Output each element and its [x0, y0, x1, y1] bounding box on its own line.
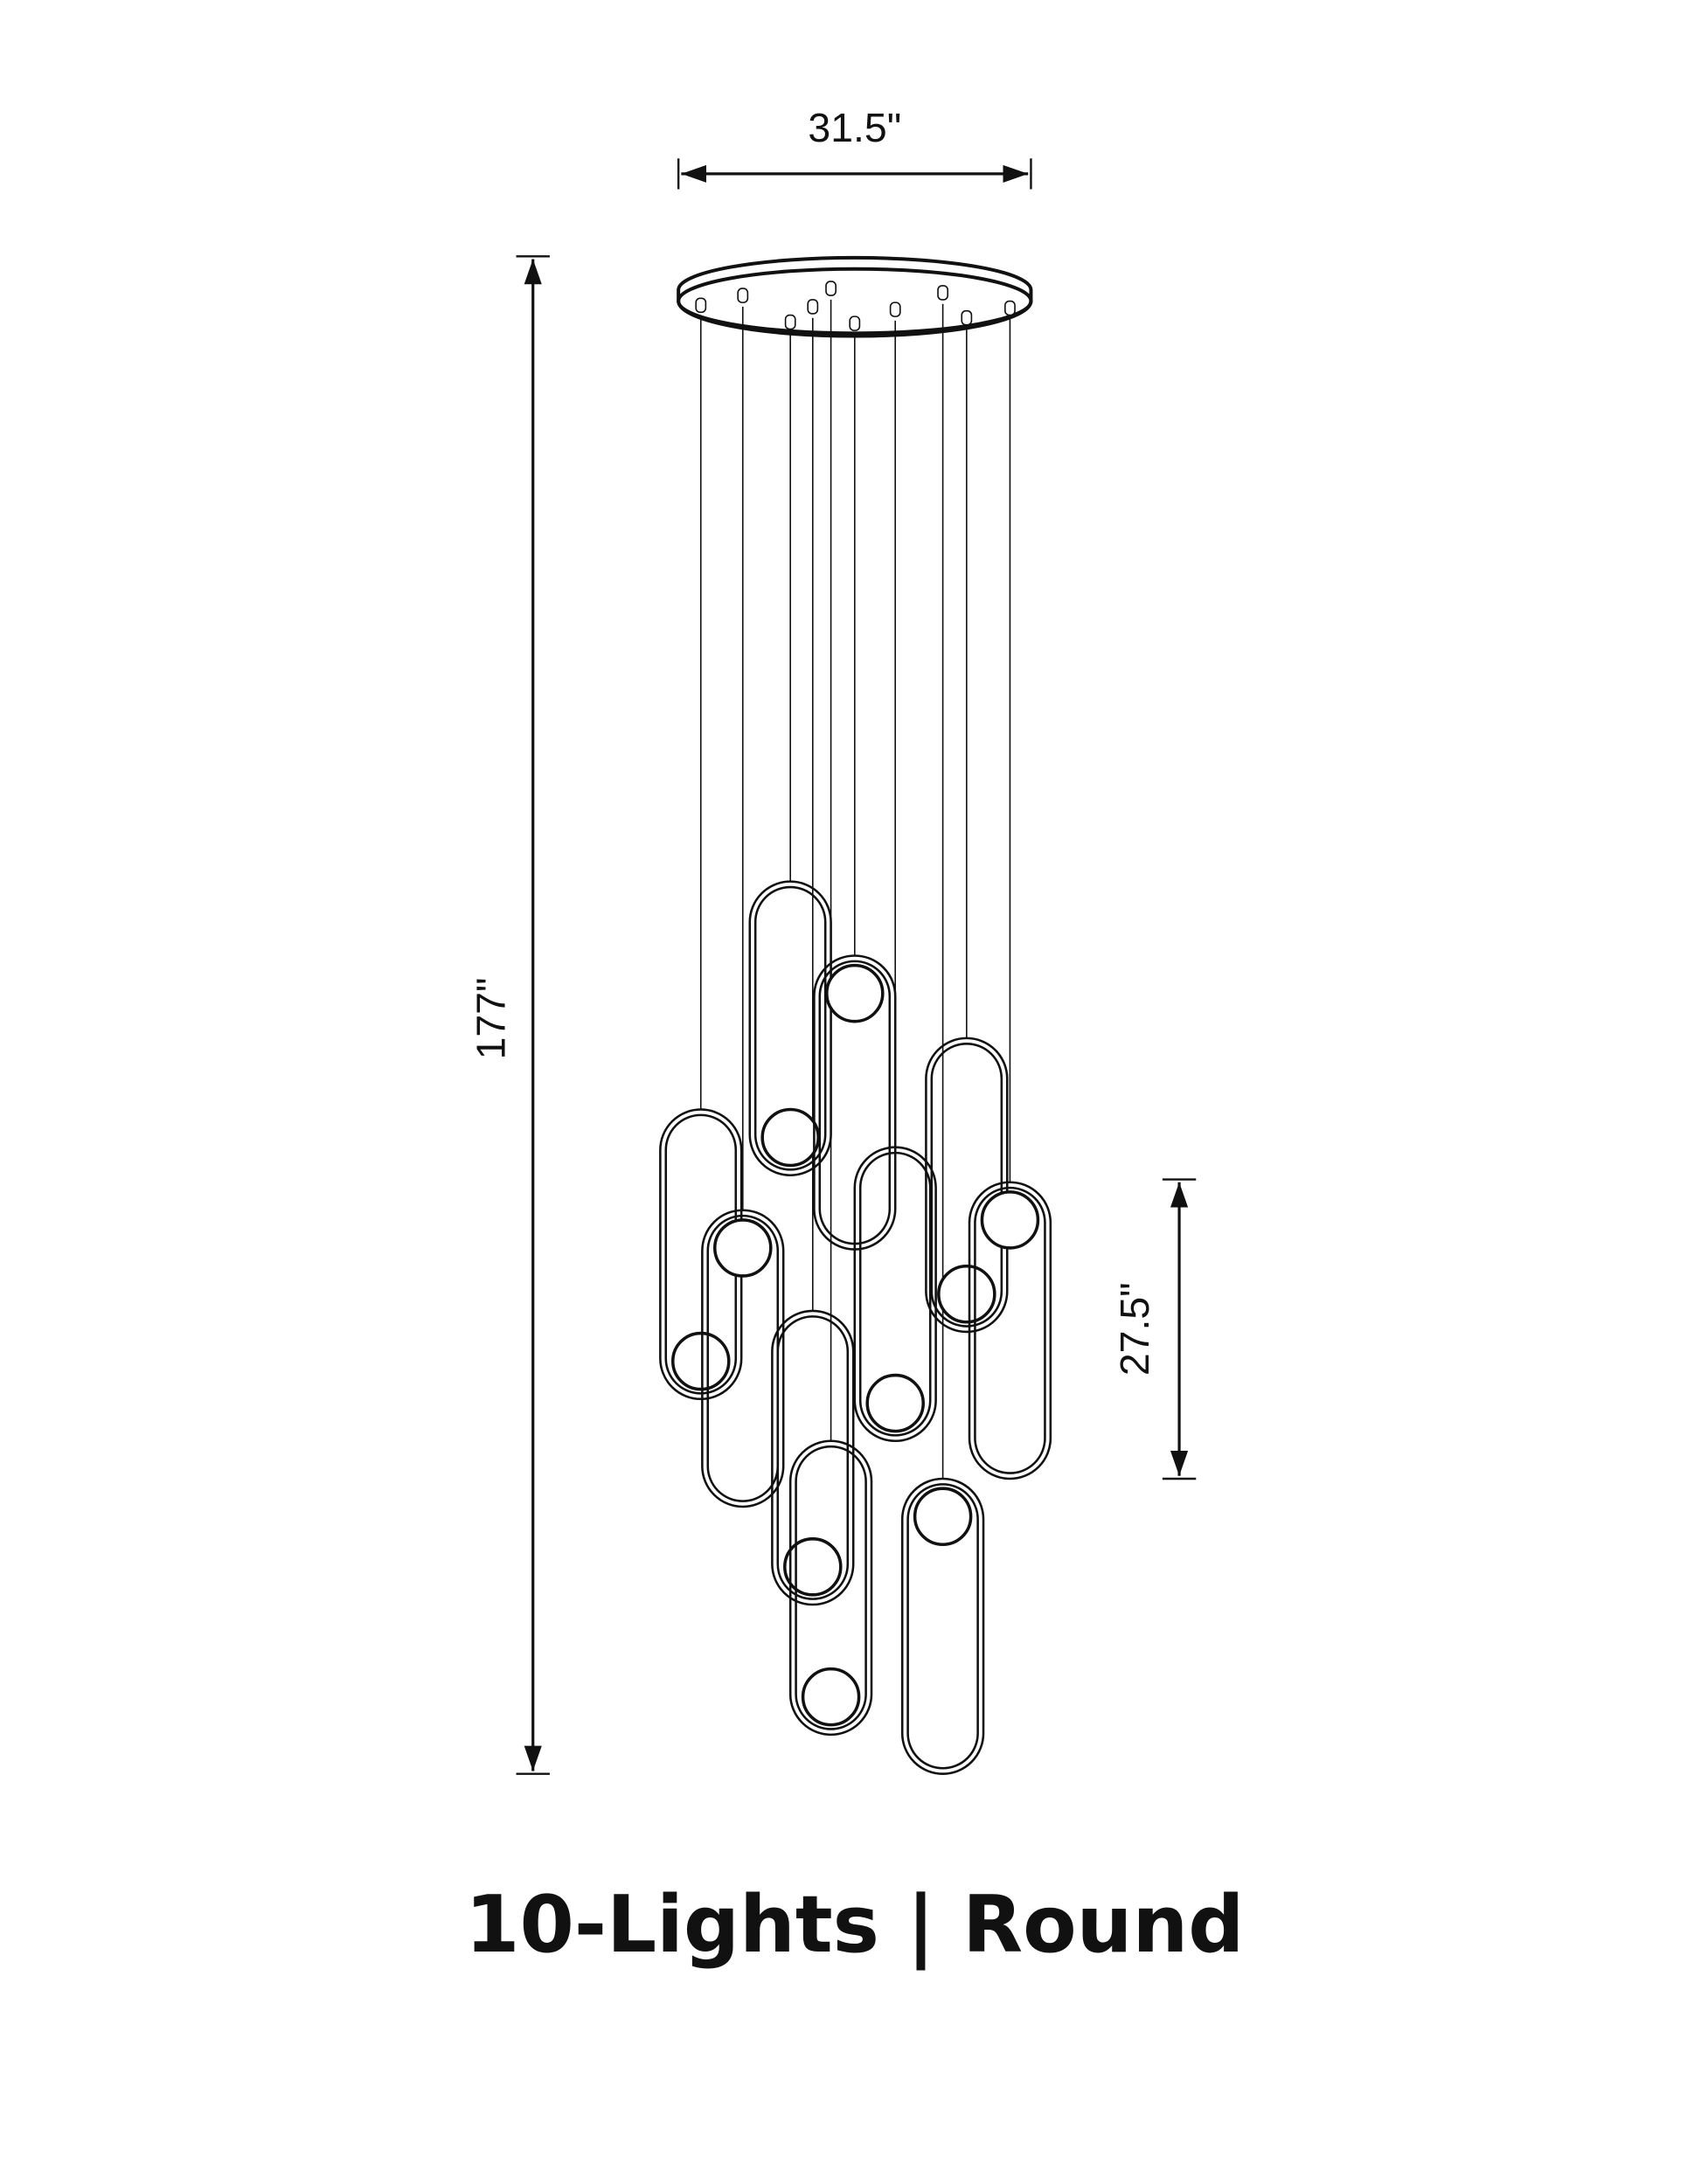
pendant-ring-inner: [930, 1043, 1003, 1328]
pendant-ring-inner: [974, 1186, 1046, 1474]
width-dimension: 31.5": [677, 105, 1032, 190]
pendant-ring-inner: [858, 1151, 932, 1437]
pendant-light: [788, 1439, 873, 1737]
cord-anchor: [849, 315, 861, 331]
pendant-ring-outer: [968, 1181, 1052, 1480]
pendant-light: [925, 1037, 1009, 1334]
pendant-height-label: 27.5": [1112, 1282, 1157, 1376]
pendant-light: [900, 1477, 985, 1775]
pendant-ring-outer: [748, 880, 832, 1176]
pendant-ring-outer: [771, 1309, 855, 1606]
height-label: 177": [469, 978, 514, 1060]
pendant-ring-outer: [925, 1037, 1009, 1334]
pendant-light: [771, 1309, 855, 1606]
pendant-light: [748, 880, 832, 1176]
pendant-ring-outer: [853, 1146, 937, 1443]
cord-anchor: [961, 309, 973, 326]
suspension-cords: [695, 281, 1016, 1479]
pendant-ring-inner: [906, 1483, 979, 1770]
globe-bulb: [783, 1537, 843, 1597]
pendant-height-dimension: 27.5": [1112, 1178, 1197, 1480]
pendant-light: [853, 1146, 937, 1443]
pendant-ring-outer: [900, 1477, 985, 1775]
cord-anchor: [889, 302, 901, 317]
globe-bulb: [670, 1331, 731, 1391]
caption-title: 10-Lights | Round: [465, 1880, 1244, 1971]
cord-anchor: [825, 281, 837, 296]
height-dimension: 177": [469, 255, 550, 1775]
globe-bulb: [980, 1190, 1040, 1250]
cord-anchor: [695, 297, 707, 314]
globe-bulb: [713, 1218, 773, 1278]
pendant-ring-inner: [776, 1315, 850, 1600]
pendant-ring-outer: [701, 1209, 785, 1508]
pendant-ring-inner: [795, 1445, 867, 1730]
globe-bulb: [937, 1264, 996, 1324]
globe-bulb: [865, 1373, 925, 1433]
pendant-ring-outer: [788, 1439, 873, 1737]
pendant-light: [701, 1209, 785, 1508]
globe-bulb: [801, 1667, 861, 1727]
pendants: [659, 880, 1052, 1775]
cord-anchor: [784, 314, 796, 330]
cord-anchor: [937, 285, 949, 301]
width-label: 31.5": [808, 105, 901, 150]
globe-bulb: [913, 1487, 973, 1546]
pendant-ring-inner: [753, 885, 827, 1171]
cord-anchor: [737, 288, 749, 303]
cord-anchor: [807, 299, 819, 315]
globe-bulb: [825, 963, 885, 1023]
pendant-light: [968, 1181, 1052, 1480]
globe-bulb: [760, 1107, 820, 1168]
cord-anchor: [1004, 300, 1016, 316]
